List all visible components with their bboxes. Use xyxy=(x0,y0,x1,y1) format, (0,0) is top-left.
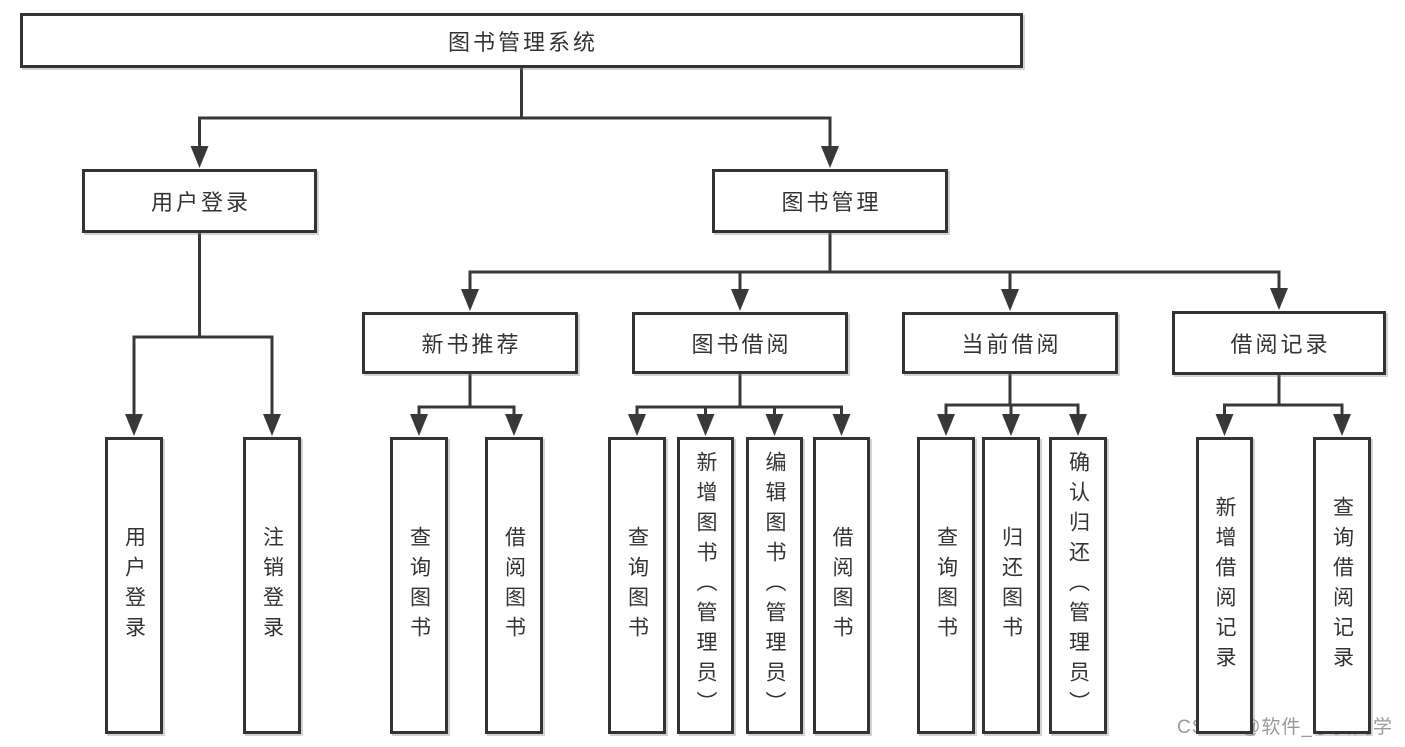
node-label-v-return-book: 归还图书 xyxy=(999,525,1023,646)
arrowhead-icon xyxy=(190,146,209,168)
node-v-confirm-return: 确认归还（管理员） xyxy=(1049,437,1107,734)
node-root: 图书管理系统 xyxy=(20,13,1023,68)
node-label-book-mgmt: 图书管理 xyxy=(781,190,882,215)
node-book-borrow: 图书借阅 xyxy=(632,312,848,374)
node-borrow-records: 借阅记录 xyxy=(1172,311,1386,375)
arrowhead-icon xyxy=(937,414,955,436)
node-v-query-book-2: 查询图书 xyxy=(608,437,666,734)
node-user-login: 用户登录 xyxy=(82,169,317,233)
node-label-new-book-rec: 新书推荐 xyxy=(421,332,522,357)
node-label-v-logout: 注销登录 xyxy=(260,525,284,646)
node-label-user-login: 用户登录 xyxy=(150,190,251,215)
arrowhead-icon xyxy=(1002,414,1020,436)
node-v-edit-book: 编辑图书（管理员） xyxy=(746,437,803,734)
node-v-logout: 注销登录 xyxy=(243,437,301,734)
node-v-query-record: 查询借阅记录 xyxy=(1313,437,1371,734)
node-v-return-book: 归还图书 xyxy=(982,437,1040,734)
node-label-current-borrow: 当前借阅 xyxy=(961,332,1062,357)
arrowhead-icon xyxy=(1270,288,1288,310)
node-label-v-add-book: 新增图书（管理员） xyxy=(694,450,718,721)
node-label-v-query-book-3: 查询图书 xyxy=(934,525,958,646)
node-label-v-borrow-book-2: 借阅图书 xyxy=(830,525,854,646)
node-label-root: 图书管理系统 xyxy=(447,29,598,55)
node-v-user-login: 用户登录 xyxy=(105,437,163,734)
arrowhead-icon xyxy=(628,414,646,436)
node-label-v-add-record: 新增借阅记录 xyxy=(1213,495,1237,676)
arrowhead-icon xyxy=(765,414,784,436)
node-v-query-book-3: 查询图书 xyxy=(917,437,975,734)
arrowhead-icon xyxy=(125,414,143,436)
node-v-borrow-book-1: 借阅图书 xyxy=(485,437,543,734)
node-label-v-query-record: 查询借阅记录 xyxy=(1330,495,1354,676)
node-v-add-book: 新增图书（管理员） xyxy=(677,437,734,734)
node-label-v-edit-book: 编辑图书（管理员） xyxy=(763,450,787,721)
node-label-v-query-book-2: 查询图书 xyxy=(625,525,649,646)
node-v-borrow-book-2: 借阅图书 xyxy=(813,437,870,734)
arrowhead-icon xyxy=(1333,414,1351,436)
arrowhead-icon xyxy=(821,146,839,168)
node-label-v-borrow-book-1: 借阅图书 xyxy=(502,525,526,646)
arrowhead-icon xyxy=(731,289,749,311)
arrowhead-icon xyxy=(505,414,523,436)
node-current-borrow: 当前借阅 xyxy=(902,312,1118,374)
arrowhead-icon xyxy=(410,414,428,436)
node-label-book-borrow: 图书借阅 xyxy=(691,332,792,357)
arrowhead-icon xyxy=(1069,414,1087,436)
node-label-v-query-book-1: 查询图书 xyxy=(407,525,431,646)
arrowhead-icon xyxy=(1215,414,1234,436)
arrowhead-icon xyxy=(832,414,851,436)
node-label-borrow-records: 借阅记录 xyxy=(1230,332,1331,357)
arrowhead-icon xyxy=(263,414,281,436)
node-v-query-book-1: 查询图书 xyxy=(390,437,448,734)
node-v-add-record: 新增借阅记录 xyxy=(1196,437,1253,734)
arrowhead-icon xyxy=(461,289,479,311)
node-label-v-confirm-return: 确认归还（管理员） xyxy=(1066,450,1090,721)
node-new-book-rec: 新书推荐 xyxy=(362,312,578,374)
arrowhead-icon xyxy=(696,414,715,436)
node-book-mgmt: 图书管理 xyxy=(712,169,948,233)
arrowhead-icon xyxy=(1001,289,1019,311)
node-label-v-user-login: 用户登录 xyxy=(122,525,146,646)
